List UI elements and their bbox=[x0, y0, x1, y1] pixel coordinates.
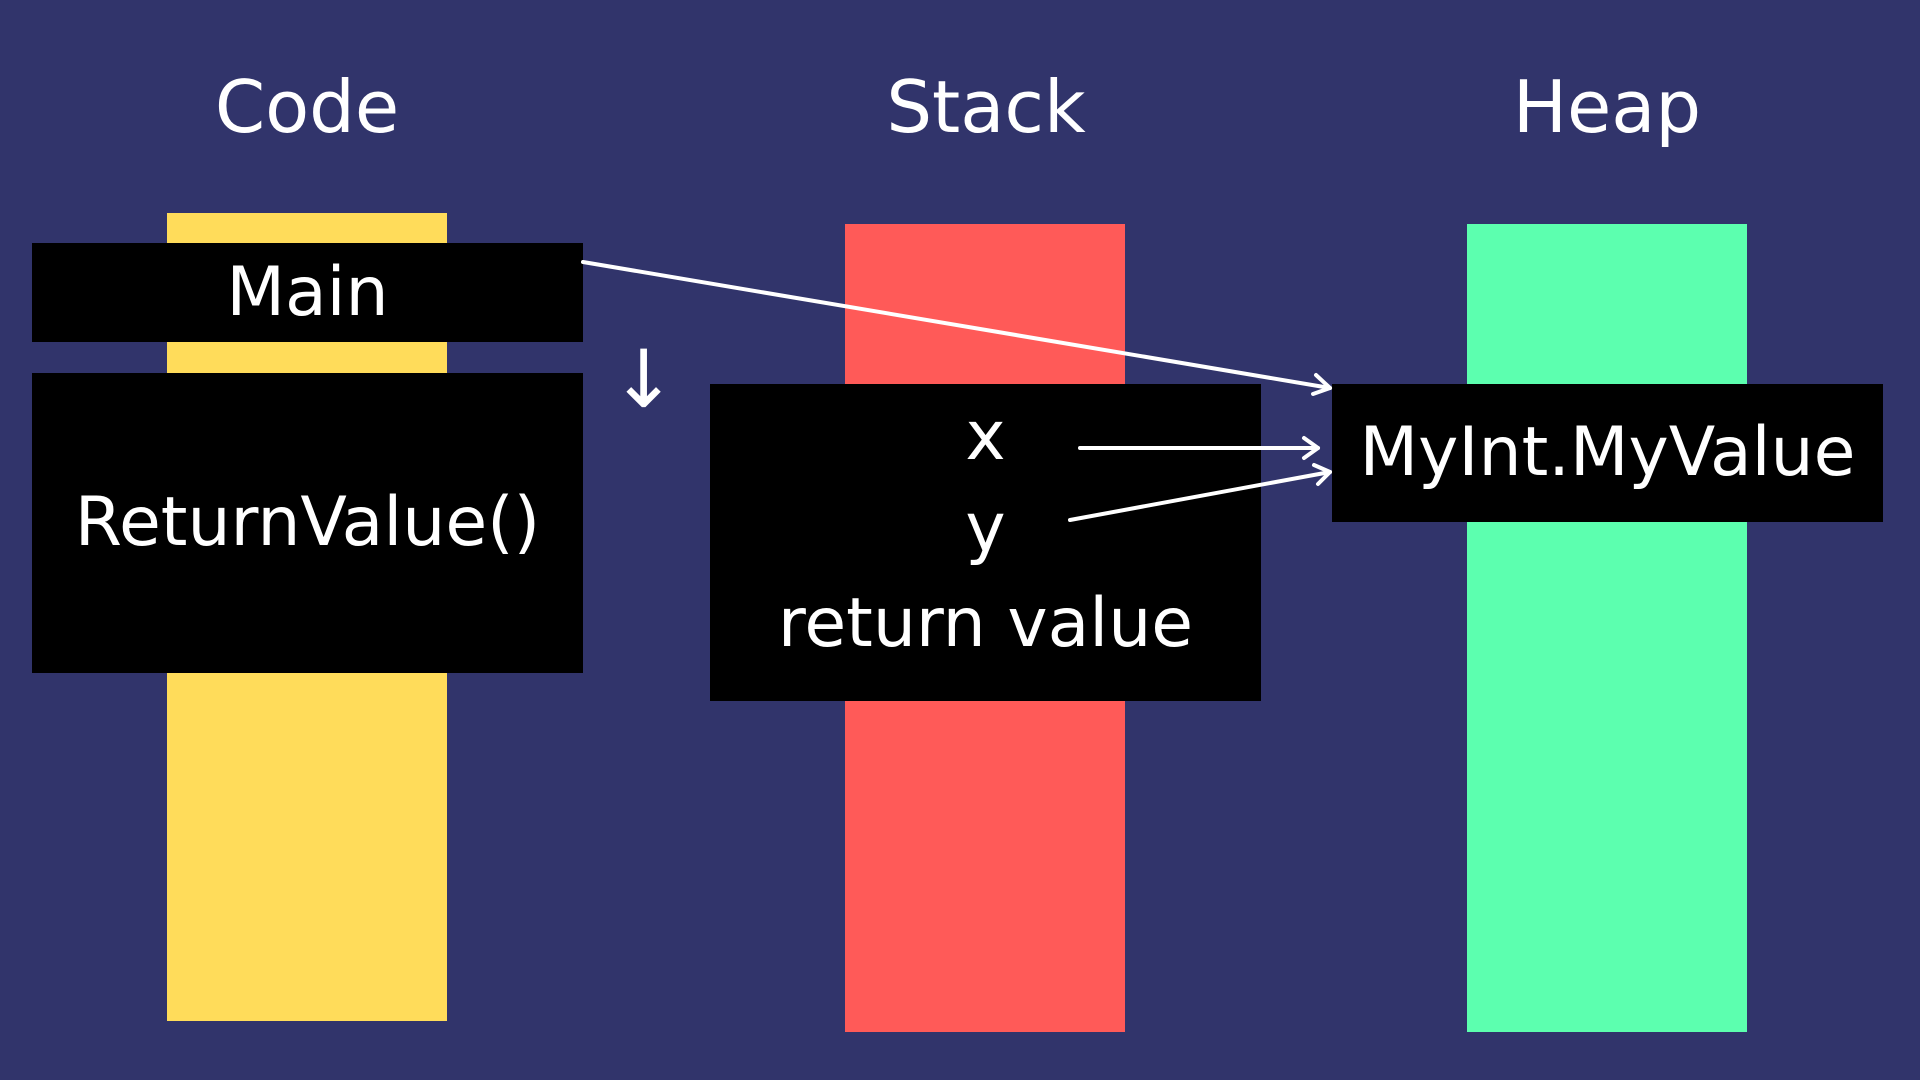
stack-frame-box: x y return value bbox=[710, 384, 1261, 701]
heap-object-box: MyInt.MyValue bbox=[1332, 384, 1883, 522]
x-to-heap-arrowhead bbox=[1302, 436, 1320, 460]
main-box: Main bbox=[32, 243, 583, 342]
return-value-box: ReturnValue() bbox=[32, 373, 583, 673]
y-to-heap-arrowhead bbox=[1312, 463, 1332, 486]
stack-heading: Stack bbox=[886, 65, 1086, 149]
down-arrow-icon: ↓ bbox=[610, 333, 678, 426]
return-value-label: ReturnValue() bbox=[74, 483, 541, 562]
stack-return-value-label: return value bbox=[777, 584, 1194, 663]
heap-heading: Heap bbox=[1512, 65, 1702, 149]
stack-x-label: x bbox=[965, 397, 1006, 476]
main-label: Main bbox=[226, 253, 389, 332]
stack-y-label: y bbox=[965, 489, 1006, 568]
main-to-heap-arrowhead bbox=[1311, 373, 1332, 396]
heap-object-label: MyInt.MyValue bbox=[1359, 413, 1856, 492]
heap-column bbox=[1467, 224, 1747, 1032]
code-heading: Code bbox=[214, 65, 400, 149]
